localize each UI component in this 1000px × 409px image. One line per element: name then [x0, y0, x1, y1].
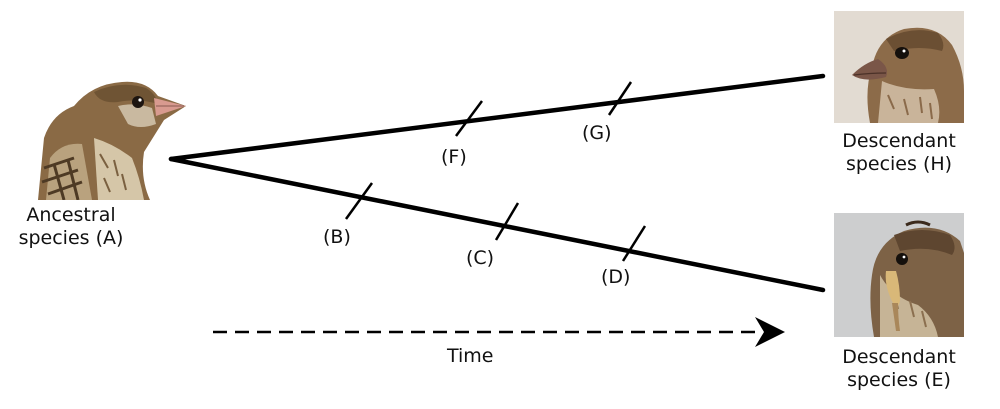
descendant-h-label: Descendant species (H): [826, 130, 972, 176]
descendant-e-label-line2: species (E): [847, 369, 951, 391]
ancestral-label-line2: species (A): [18, 227, 124, 249]
tick-mark-d: [621, 225, 647, 262]
descendant-e-label: Descendant species (E): [826, 346, 972, 392]
branch-to-species-h: [168, 73, 826, 162]
descendant-h-label-line2: species (H): [845, 153, 953, 175]
ancestral-species-label: Ancestral species (A): [8, 204, 134, 250]
mark-label-c: (C): [466, 247, 495, 269]
mark-label-g: (G): [582, 122, 612, 144]
branch-to-species-e: [168, 156, 826, 293]
ancestral-finch-image: [34, 78, 190, 200]
descendant-e-label-line1: Descendant: [842, 346, 956, 368]
time-arrow-head: [755, 317, 785, 347]
tick-mark-c: [494, 202, 520, 241]
descendant-h-photo: [834, 11, 964, 123]
tick-mark-g: [607, 81, 633, 116]
tick-mark-b: [344, 182, 374, 220]
mark-label-f: (F): [441, 146, 467, 168]
ancestral-label-line1: Ancestral: [26, 204, 116, 226]
mark-label-b: (B): [323, 226, 351, 248]
tick-mark-f: [454, 100, 484, 137]
descendant-h-label-line1: Descendant: [842, 130, 956, 152]
descendant-e-photo: [834, 213, 964, 337]
mark-label-d: (D): [601, 266, 631, 288]
time-label: Time: [447, 345, 494, 367]
